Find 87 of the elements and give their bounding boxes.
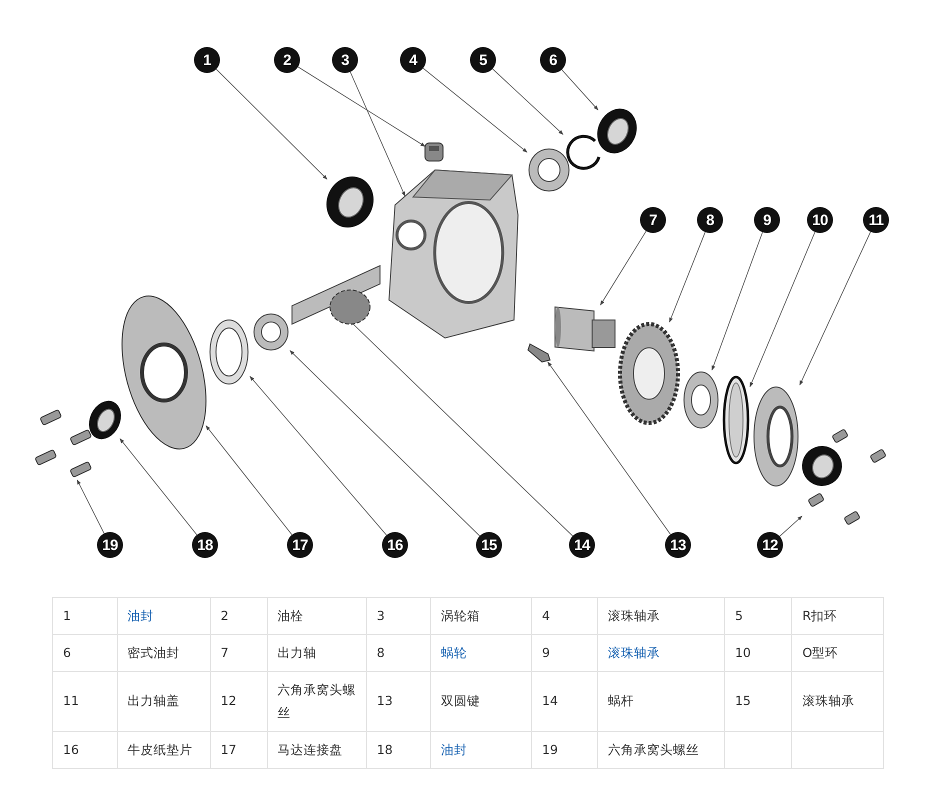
callout-number: 15 — [476, 532, 502, 558]
part-name: 双圆键 — [430, 671, 532, 732]
leader-line — [712, 232, 763, 370]
callout-number: 12 — [757, 532, 783, 558]
leader-line — [492, 68, 564, 135]
part-name: 油封 — [117, 598, 210, 634]
leader-line — [600, 230, 647, 306]
part-number: 17 — [210, 732, 268, 768]
part-number: 15 — [724, 671, 792, 732]
callout-number: 5 — [470, 47, 496, 73]
oil-seal-drawing — [598, 108, 636, 154]
part-name: O型环 — [792, 634, 884, 671]
leader-line — [799, 231, 871, 386]
part-number: 11 — [52, 671, 118, 732]
callout-number: 2 — [274, 47, 300, 73]
callout-number: 18 — [192, 532, 218, 558]
leader-line — [750, 232, 816, 388]
leader-line — [250, 376, 387, 536]
leader-line — [298, 66, 426, 147]
callout-number: 19 — [97, 532, 123, 558]
callout-number: 10 — [807, 207, 833, 233]
retaining-ring-drawing — [563, 133, 603, 173]
callout-number: 8 — [697, 207, 723, 233]
part-number: 4 — [532, 598, 598, 634]
part-number: 8 — [366, 634, 430, 671]
part-number: 6 — [52, 634, 118, 671]
callout-number: 14 — [569, 532, 595, 558]
ball-bearing-drawing — [682, 370, 720, 430]
part-name: 滚珠轴承 — [792, 671, 884, 732]
callout-number: 1 — [194, 47, 220, 73]
callout-number: 4 — [400, 47, 426, 73]
part-number: 19 — [532, 732, 598, 768]
callout-number: 6 — [540, 47, 566, 73]
leader-line — [561, 69, 598, 110]
part-name: 出力轴 — [267, 634, 366, 671]
part-number: 2 — [210, 598, 268, 634]
bearing-cover-drawing — [752, 385, 800, 488]
ball-bearing-drawing — [527, 147, 571, 193]
part-number: 10 — [724, 634, 792, 671]
leader-line — [290, 350, 480, 536]
part-number: 12 — [210, 671, 268, 732]
gasket-drawing — [208, 318, 250, 386]
part-name: 密式油封 — [117, 634, 210, 671]
part-number: 16 — [52, 732, 118, 768]
part-name: 油封 — [430, 732, 532, 768]
leader-line — [76, 480, 105, 534]
o-ring-drawing — [722, 375, 750, 465]
part-number: 9 — [532, 634, 598, 671]
callout-number: 9 — [754, 207, 780, 233]
part-name: 六角承窝头螺丝 — [267, 671, 366, 732]
part-name: 涡轮箱 — [430, 598, 532, 634]
leader-line — [216, 68, 328, 180]
callout-number: 17 — [287, 532, 313, 558]
ball-bearing-drawing — [252, 312, 290, 352]
part-number: 14 — [532, 671, 598, 732]
part-name: R扣环 — [792, 598, 884, 634]
oil-seal-drawing — [90, 400, 120, 440]
leader-line — [350, 72, 406, 196]
part-name: 滚珠轴承 — [598, 634, 724, 671]
part-name: 马达连接盘 — [267, 732, 366, 768]
leader-line — [422, 68, 528, 153]
plug-drawing — [425, 143, 443, 161]
part-name: 蜗杆 — [598, 671, 724, 732]
part-name: 六角承窝头螺丝 — [598, 732, 724, 768]
callout-number: 11 — [863, 207, 889, 233]
callout-number: 13 — [665, 532, 691, 558]
part-name: 油栓 — [267, 598, 366, 634]
leader-line — [779, 516, 802, 537]
part-number: 1 — [52, 598, 118, 634]
part-name: 出力轴盖 — [117, 671, 210, 732]
worm-gear-drawing — [618, 322, 680, 425]
oil-seal-drawing — [327, 176, 373, 228]
leader-line — [669, 232, 706, 322]
leader-line — [547, 362, 671, 535]
part-name: 滚珠轴承 — [598, 598, 724, 634]
part-number: 3 — [366, 598, 430, 634]
leader-line — [120, 438, 198, 536]
part-name: 牛皮纸垫片 — [117, 732, 210, 768]
callout-number: 16 — [382, 532, 408, 558]
callout-number: 7 — [640, 207, 666, 233]
part-number: 13 — [366, 671, 430, 732]
part-number: 7 — [210, 634, 268, 671]
part-name: 蜗轮 — [430, 634, 532, 671]
part-number: 5 — [724, 598, 792, 634]
part-number: 18 — [366, 732, 430, 768]
callout-number: 3 — [332, 47, 358, 73]
leader-line — [206, 425, 292, 536]
